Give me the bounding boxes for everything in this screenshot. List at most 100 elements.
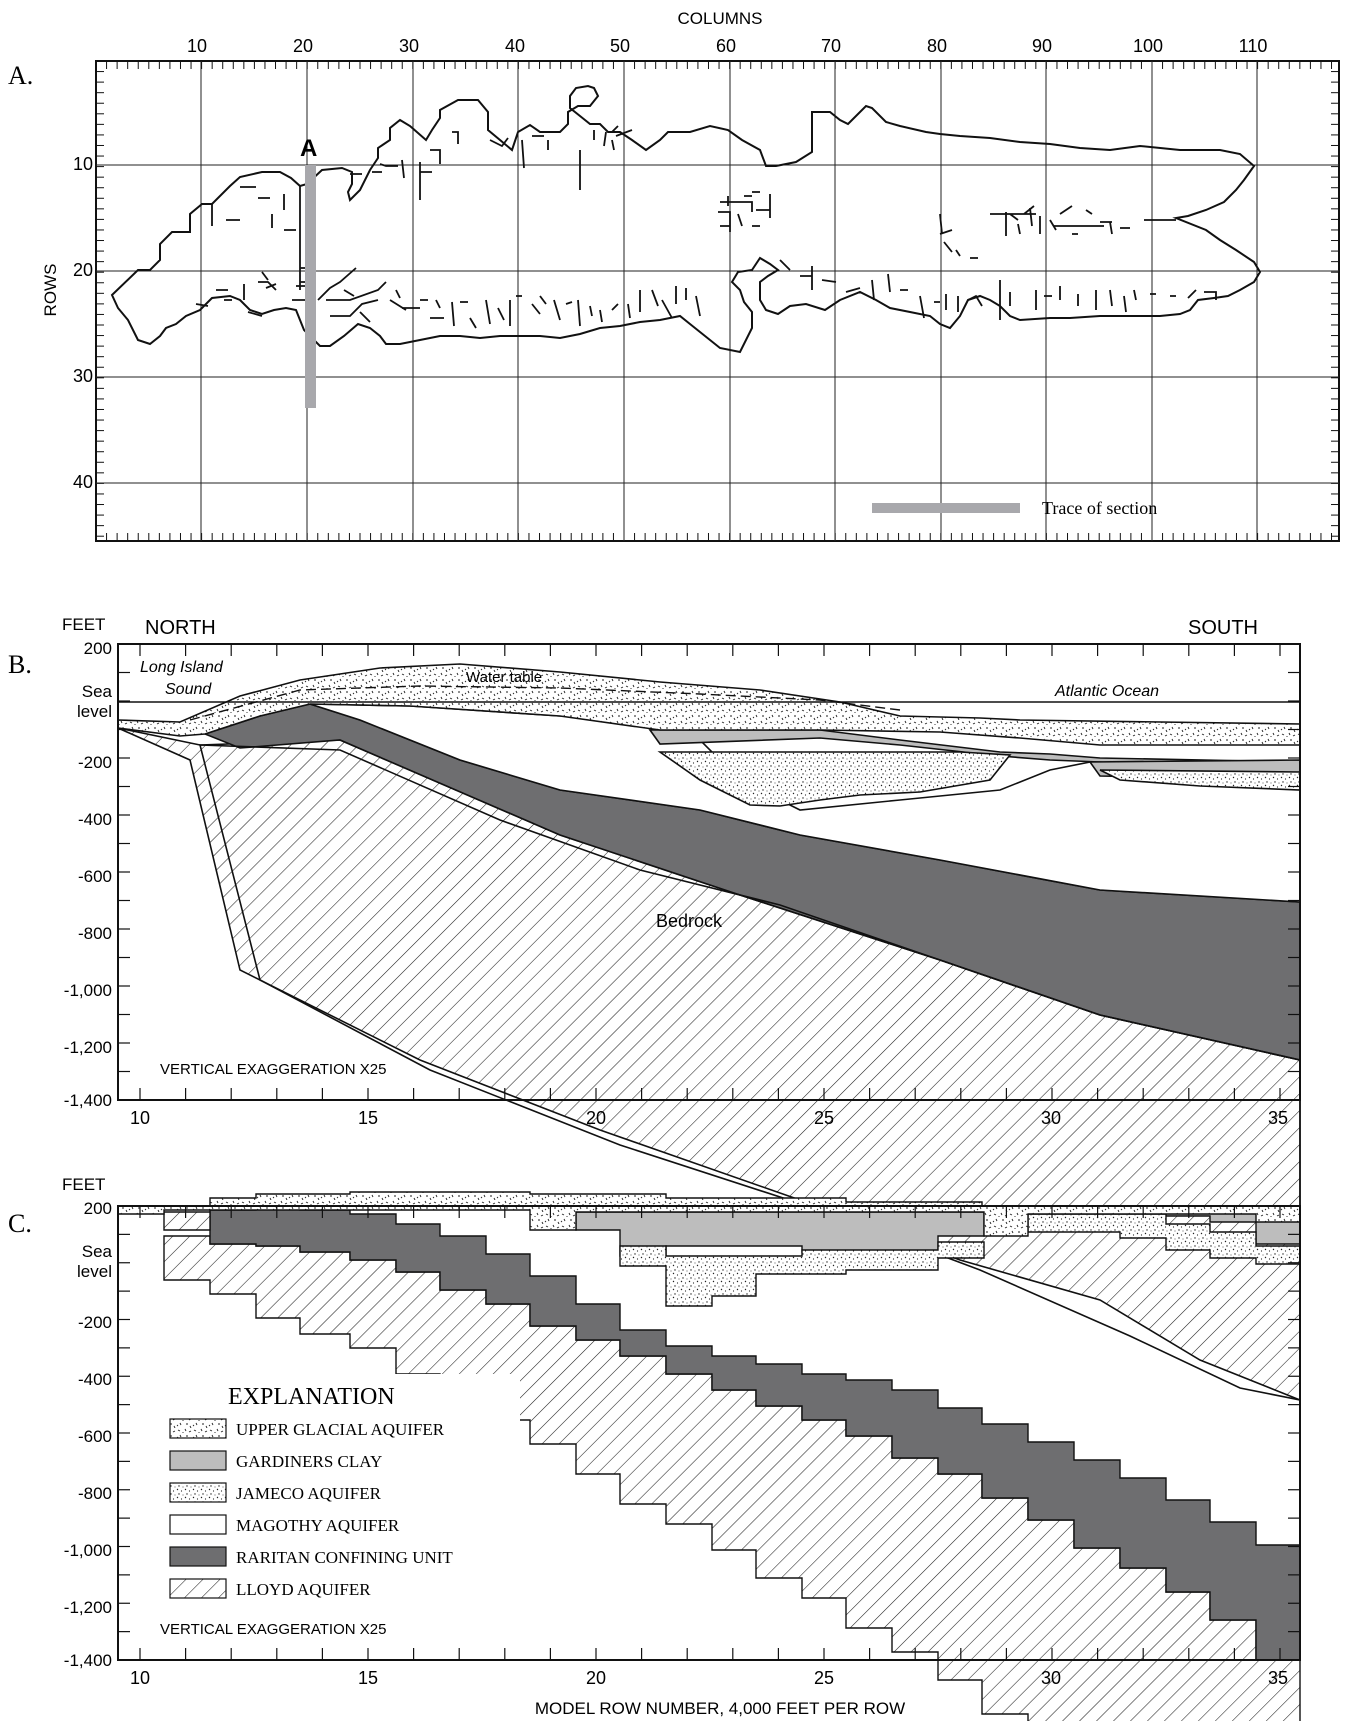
x-tick-label: 15 [358, 1668, 378, 1688]
y-tick-label: -1,000 [64, 981, 112, 1000]
panel-c-letter: C. [8, 1209, 32, 1238]
panel-a: A. COLUMNS ROWS 10 20 30 40 50 60 70 80 … [8, 9, 1340, 542]
jameco-layer-b2 [1099, 769, 1301, 791]
y-tick-labels-c: 200 Sea level -200 -400 -600 -800 -1,000… [64, 1199, 113, 1670]
x-tick-labels-c: 10 15 20 25 30 35 [130, 1668, 1288, 1688]
y-tick-label: -1,000 [64, 1541, 112, 1560]
long-island-label-1: Long Island [140, 659, 224, 676]
y-tick-label: Sea [82, 1242, 113, 1261]
legend-label-magothy: MAGOTHY AQUIFER [236, 1516, 400, 1535]
section-label: A [300, 135, 317, 162]
row-tick-label: 20 [73, 260, 93, 280]
swatch-jameco [169, 1482, 227, 1503]
y-tick-label: -400 [78, 1370, 112, 1389]
y-tick-label: -800 [78, 924, 112, 943]
model-boundary [110, 84, 1262, 354]
column-tick-label: 40 [505, 36, 525, 56]
jameco-layer-c2 [1027, 1213, 1301, 1265]
jameco-layer-b [657, 751, 1012, 807]
y-tick-marks-c [118, 1233, 1300, 1633]
exaggeration-label-c: VERTICAL EXAGGERATION X25 [160, 1621, 386, 1638]
column-tick-label: 100 [1133, 36, 1163, 56]
x-tick-marks-c [139, 1206, 1281, 1660]
water-table-line [189, 685, 901, 721]
feet-label-c: FEET [62, 1175, 105, 1194]
swatch-lloyd [169, 1578, 227, 1599]
y-tick-label: 200 [84, 639, 112, 658]
x-tick-label: 30 [1041, 1108, 1061, 1128]
panel-c: C. FEET 200 Sea level -200 -400 [8, 1175, 1301, 1721]
y-tick-label: -200 [78, 753, 112, 772]
legend-trace-label: Trace of section [1042, 498, 1157, 518]
rows-title: ROWS [41, 264, 60, 317]
long-island-label-2: Sound [165, 681, 212, 698]
water-table-label: Water table [466, 669, 542, 686]
column-tick-label: 110 [1239, 36, 1268, 56]
column-tick-label: 20 [293, 36, 313, 56]
x-tick-marks-b [139, 644, 1281, 1100]
stream-network [195, 125, 1217, 329]
row-tick-label: 10 [73, 154, 93, 174]
column-tick-label: 30 [399, 36, 419, 56]
x-tick-label: 25 [814, 1668, 834, 1688]
legend-label-lloyd: LLOYD AQUIFER [236, 1580, 371, 1599]
y-tick-label: level [77, 702, 112, 721]
x-tick-label: 25 [814, 1108, 834, 1128]
grid-lines [96, 61, 1339, 541]
lloyd-left-c [163, 1211, 211, 1231]
legend-title: EXPLANATION [228, 1384, 395, 1410]
jameco-layer-c [619, 1241, 985, 1307]
atlantic-ocean-label: Atlantic Ocean [1054, 683, 1159, 700]
feet-label-b: FEET [62, 615, 105, 634]
column-tick-label: 50 [610, 36, 630, 56]
y-tick-label: -1,400 [64, 1091, 112, 1110]
x-tick-labels-b: 10 15 20 25 30 35 [130, 1108, 1288, 1128]
row-tick-label: 40 [73, 472, 93, 492]
y-tick-labels-b: 200 Sea level -200 -400 -600 -800 -1,000… [64, 639, 113, 1110]
y-tick-marks-b [118, 671, 1300, 1073]
y-tick-label: -1,200 [64, 1598, 112, 1617]
x-tick-label: 15 [358, 1108, 378, 1128]
swatch-magothy [169, 1514, 227, 1535]
north-label: NORTH [145, 617, 216, 639]
grid-frame [95, 60, 1340, 542]
legend-label-upper-glacial: UPPER GLACIAL AQUIFER [236, 1420, 445, 1439]
section-trace [305, 165, 316, 408]
cross-section-c [117, 1191, 1301, 1721]
column-tick-label: 60 [716, 36, 736, 56]
panel-a-legend: Trace of section [872, 498, 1157, 518]
bedrock-label: Bedrock [656, 911, 723, 931]
x-tick-label: 30 [1041, 1668, 1061, 1688]
y-tick-label: -600 [78, 867, 112, 886]
swatch-raritan [169, 1546, 227, 1567]
x-tick-label: 20 [586, 1108, 606, 1128]
legend-label-gardiners: GARDINERS CLAY [236, 1452, 382, 1471]
columns-title: COLUMNS [677, 9, 762, 28]
legend-trace-swatch [872, 503, 1020, 513]
swatch-gardiners [169, 1450, 227, 1471]
x-tick-label: 35 [1268, 1108, 1288, 1128]
row-tick-label: 30 [73, 366, 93, 386]
legend-label-raritan: RARITAN CONFINING UNIT [236, 1548, 453, 1567]
column-tick-label: 10 [187, 36, 207, 56]
y-tick-label: 200 [84, 1199, 112, 1218]
x-tick-label: 20 [586, 1668, 606, 1688]
panel-a-letter: A. [8, 61, 33, 90]
south-label: SOUTH [1188, 617, 1258, 639]
y-tick-label: -1,400 [64, 1651, 112, 1670]
x-tick-label: 35 [1268, 1668, 1288, 1688]
y-tick-label: -1,200 [64, 1038, 112, 1057]
y-tick-label: Sea [82, 682, 113, 701]
legend-label-jameco: JAMECO AQUIFER [236, 1484, 382, 1503]
column-tick-label: 80 [927, 36, 947, 56]
y-tick-label: -800 [78, 1484, 112, 1503]
x-tick-label: 10 [130, 1108, 150, 1128]
y-tick-label: -200 [78, 1313, 112, 1332]
column-tick-label: 90 [1032, 36, 1052, 56]
panel-b: B. FEET NORTH SOUTH 200 Sea [8, 615, 1301, 1402]
x-tick-label: 10 [130, 1668, 150, 1688]
exaggeration-label-b: VERTICAL EXAGGERATION X25 [160, 1061, 386, 1078]
explanation-legend: EXPLANATION UPPER GLACIAL AQUIFER GARDIN… [160, 1374, 520, 1599]
column-tick-label: 70 [821, 36, 841, 56]
